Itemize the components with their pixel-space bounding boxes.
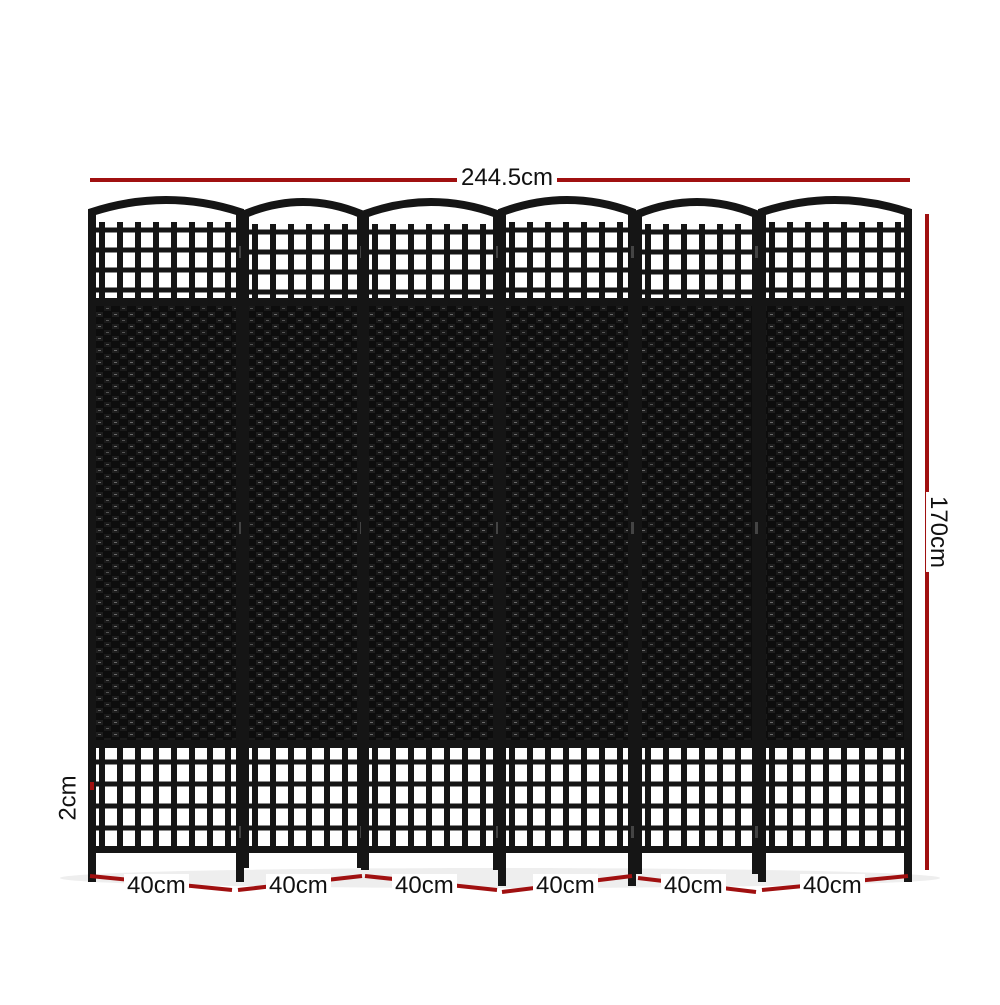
- divider-panel: [498, 196, 637, 886]
- panel-leg: [498, 212, 506, 886]
- panel-leg: [628, 212, 636, 886]
- divider-panel: [361, 198, 502, 870]
- divider-panel: [758, 196, 912, 882]
- woven-panel: [506, 306, 628, 740]
- woven-panel: [642, 306, 752, 740]
- panel-leg: [634, 214, 642, 874]
- panel-width-label-2: 40cm: [266, 874, 331, 898]
- height-label: 170cm: [925, 491, 952, 573]
- divider-panel: [634, 198, 761, 874]
- panel-frame: [634, 198, 760, 874]
- panel-leg: [758, 212, 766, 882]
- divider-panel: [88, 196, 245, 882]
- divider-panel: [241, 198, 366, 868]
- panel-leg: [493, 214, 501, 870]
- panel-leg: [904, 212, 912, 882]
- panel-leg: [752, 214, 760, 874]
- woven-panel: [766, 306, 904, 740]
- panel-leg: [241, 214, 249, 868]
- panel-leg: [88, 212, 96, 882]
- panel-width-label-6: 40cm: [800, 874, 865, 898]
- panel-frame: [758, 196, 912, 882]
- panel-frame: [241, 198, 365, 868]
- woven-panel: [96, 306, 236, 740]
- panel-width-label-4: 40cm: [533, 874, 598, 898]
- panel-width-label-5: 40cm: [661, 874, 726, 898]
- panel-frame: [498, 196, 636, 886]
- panel-width-label-1: 40cm: [124, 874, 189, 898]
- woven-panel: [249, 306, 357, 740]
- divider-panels: [88, 196, 912, 886]
- panel-frame: [88, 196, 244, 882]
- woven-panel: [369, 306, 493, 740]
- foot-clearance-label: 2cm: [54, 773, 82, 823]
- panel-leg: [361, 214, 369, 870]
- panel-frame: [361, 198, 501, 870]
- total-width-label: 244.5cm: [457, 166, 558, 190]
- panel-width-label-3: 40cm: [392, 874, 457, 898]
- panel-leg: [236, 212, 244, 882]
